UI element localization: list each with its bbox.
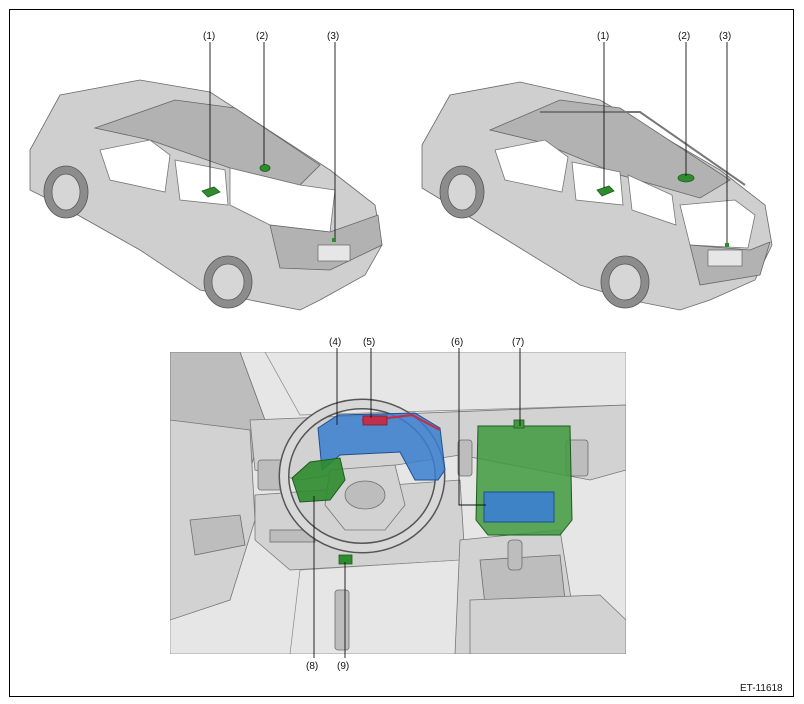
wagon-component-1	[596, 185, 615, 197]
sedan-label-1: (1)	[203, 31, 215, 42]
sedan-component-3	[332, 238, 336, 242]
wagon-label-1: (1)	[597, 31, 609, 42]
wagon-label-2: (2)	[678, 31, 690, 42]
wagon-label-3: (3)	[719, 31, 731, 42]
wagon-vehicle	[421, 81, 773, 311]
interior-label-4: (4)	[329, 337, 341, 348]
sedan-label-3: (3)	[327, 31, 339, 42]
figure-code: ET-11618	[740, 683, 783, 694]
interior-label-6: (6)	[451, 337, 463, 348]
interior-label-9: (9)	[337, 661, 349, 672]
figure-frame	[9, 9, 794, 697]
sedan-label-2: (2)	[256, 31, 268, 42]
sedan-vehicle	[29, 79, 383, 311]
interior-label-8: (8)	[306, 661, 318, 672]
component-6-module	[483, 491, 555, 523]
interior-label-5: (5)	[363, 337, 375, 348]
component-8-steering-switch	[291, 457, 346, 503]
sedan-component-1	[201, 186, 221, 198]
sedan-component-2	[259, 164, 271, 172]
component-5-connector	[362, 415, 388, 426]
interior-view	[170, 352, 626, 654]
component-9-module	[338, 554, 353, 565]
wagon-component-3	[725, 243, 729, 247]
interior-label-7: (7)	[512, 337, 524, 348]
